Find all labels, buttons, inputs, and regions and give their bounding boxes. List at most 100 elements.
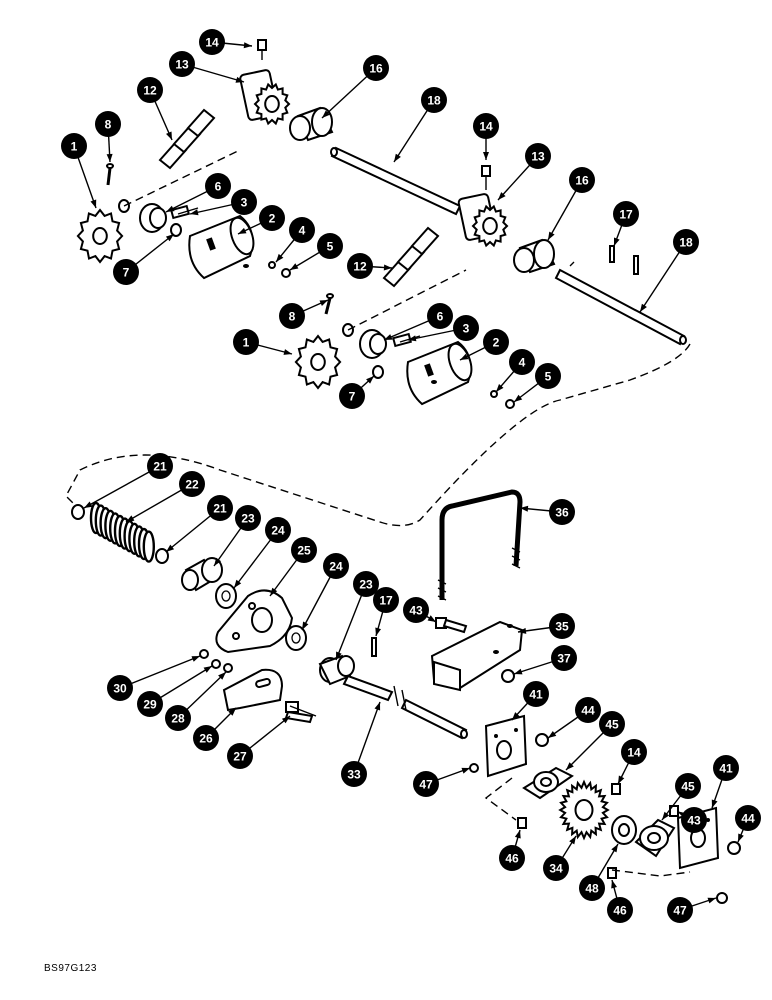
shaft-18	[330, 146, 462, 216]
callout-leaders	[73, 41, 749, 911]
callout-label-16b: 16	[575, 174, 589, 188]
callout-28: 28	[165, 705, 191, 731]
callout-14c: 14	[621, 739, 647, 765]
pin-17	[371, 637, 377, 657]
callout-label-14b: 14	[479, 120, 493, 134]
arrowhead-14	[243, 42, 252, 49]
sprocket-34	[558, 779, 610, 841]
bolt-3-b	[392, 332, 421, 348]
callout-18b: 18	[673, 229, 699, 255]
callout-label-30: 30	[113, 682, 127, 696]
callout-23b: 23	[353, 571, 379, 597]
callout-1: 1	[61, 133, 87, 159]
callout-label-45: 45	[605, 718, 619, 732]
alignment-line-b	[347, 269, 467, 331]
callout-45b: 45	[675, 773, 701, 799]
arrowhead-33	[374, 702, 381, 711]
callout-47b: 47	[667, 897, 693, 923]
callout-label-4: 4	[299, 224, 306, 238]
screw-46	[517, 817, 527, 829]
leader-21	[83, 465, 161, 509]
arrowhead-16	[322, 110, 330, 118]
callout-label-43b: 43	[687, 814, 701, 828]
bolt-3	[170, 204, 199, 220]
arrowhead-23	[214, 557, 222, 566]
callout-label-17: 17	[619, 208, 633, 222]
sprocket-1	[76, 208, 124, 264]
bearing-45	[522, 766, 574, 800]
callout-label-44: 44	[581, 704, 595, 718]
callout-label-8b: 8	[289, 310, 296, 324]
callout-12: 12	[137, 77, 163, 103]
callout-label-46b: 46	[613, 904, 627, 918]
callout-label-43: 43	[409, 604, 423, 618]
callout-label-23b: 23	[359, 578, 373, 592]
arrowhead-17	[614, 237, 620, 246]
arrowhead-3b	[408, 335, 417, 342]
arrowhead-3	[190, 209, 199, 216]
arrowhead-44b	[738, 833, 744, 842]
bracket-sprocket-13	[239, 69, 291, 126]
callout-label-13b: 13	[531, 150, 545, 164]
callout-label-22: 22	[185, 478, 199, 492]
callout-41b: 41	[713, 755, 739, 781]
callout-label-16: 16	[369, 62, 383, 76]
callout-label-44b: 44	[741, 812, 755, 826]
arrowhead-8	[106, 153, 113, 162]
callout-24: 24	[265, 517, 291, 543]
arrowhead-1	[90, 199, 97, 208]
callout-34: 34	[543, 855, 569, 881]
callout-label-7b: 7	[349, 390, 356, 404]
arrowhead-47b	[707, 897, 716, 904]
screw-8-b	[324, 293, 334, 315]
screw-14	[257, 39, 267, 60]
sprocket-13	[253, 82, 291, 126]
leader-30	[119, 655, 201, 689]
callout-24b: 24	[323, 553, 349, 579]
hub-2-b	[406, 340, 473, 406]
callout-label-7: 7	[123, 266, 130, 280]
callout-5b: 5	[535, 363, 561, 389]
washer-7-b	[170, 223, 182, 237]
chain-12-b	[382, 226, 440, 288]
arrowhead-12b	[383, 264, 392, 271]
callout-33: 33	[341, 761, 367, 787]
callout-label-12b: 12	[353, 260, 367, 274]
callout-label-25: 25	[297, 544, 311, 558]
arrowhead-14c	[618, 775, 625, 784]
bushing-16-b	[513, 238, 556, 274]
callout-label-4b: 4	[519, 356, 526, 370]
callout-7b: 7	[339, 383, 365, 409]
bolt-43	[435, 617, 468, 634]
callout-7: 7	[113, 259, 139, 285]
u-bolt-36	[437, 489, 523, 601]
callout-8: 8	[95, 111, 121, 137]
arrowhead-45b	[662, 811, 670, 820]
leader-18b	[639, 241, 687, 313]
dashed-connector-lower-b	[611, 869, 691, 877]
arrowhead-27	[281, 716, 290, 724]
arrowhead-6	[166, 205, 175, 212]
collar-23-b	[318, 654, 355, 686]
bushing-6	[139, 203, 167, 233]
callout-44b: 44	[735, 805, 761, 831]
lockwasher-4-b	[490, 390, 498, 398]
arrowhead-47	[461, 767, 470, 774]
screw-14-c	[611, 783, 621, 795]
callout-label-47: 47	[419, 778, 433, 792]
arrowhead-46b	[611, 880, 617, 889]
callout-22: 22	[179, 471, 205, 497]
callout-label-34: 34	[549, 862, 563, 876]
callout-45: 45	[599, 711, 625, 737]
callout-label-1: 1	[71, 140, 78, 154]
plate-25	[215, 589, 294, 654]
arrowhead-13b	[498, 192, 506, 200]
arrowhead-17b	[375, 627, 381, 636]
chain-12	[158, 108, 216, 170]
callout-27: 27	[227, 743, 253, 769]
arrowhead-41b	[711, 799, 718, 808]
callout-2b: 2	[483, 329, 509, 355]
callout-label-17b: 17	[379, 594, 393, 608]
nut-5-b	[505, 399, 515, 409]
arrowhead-43	[427, 615, 436, 622]
